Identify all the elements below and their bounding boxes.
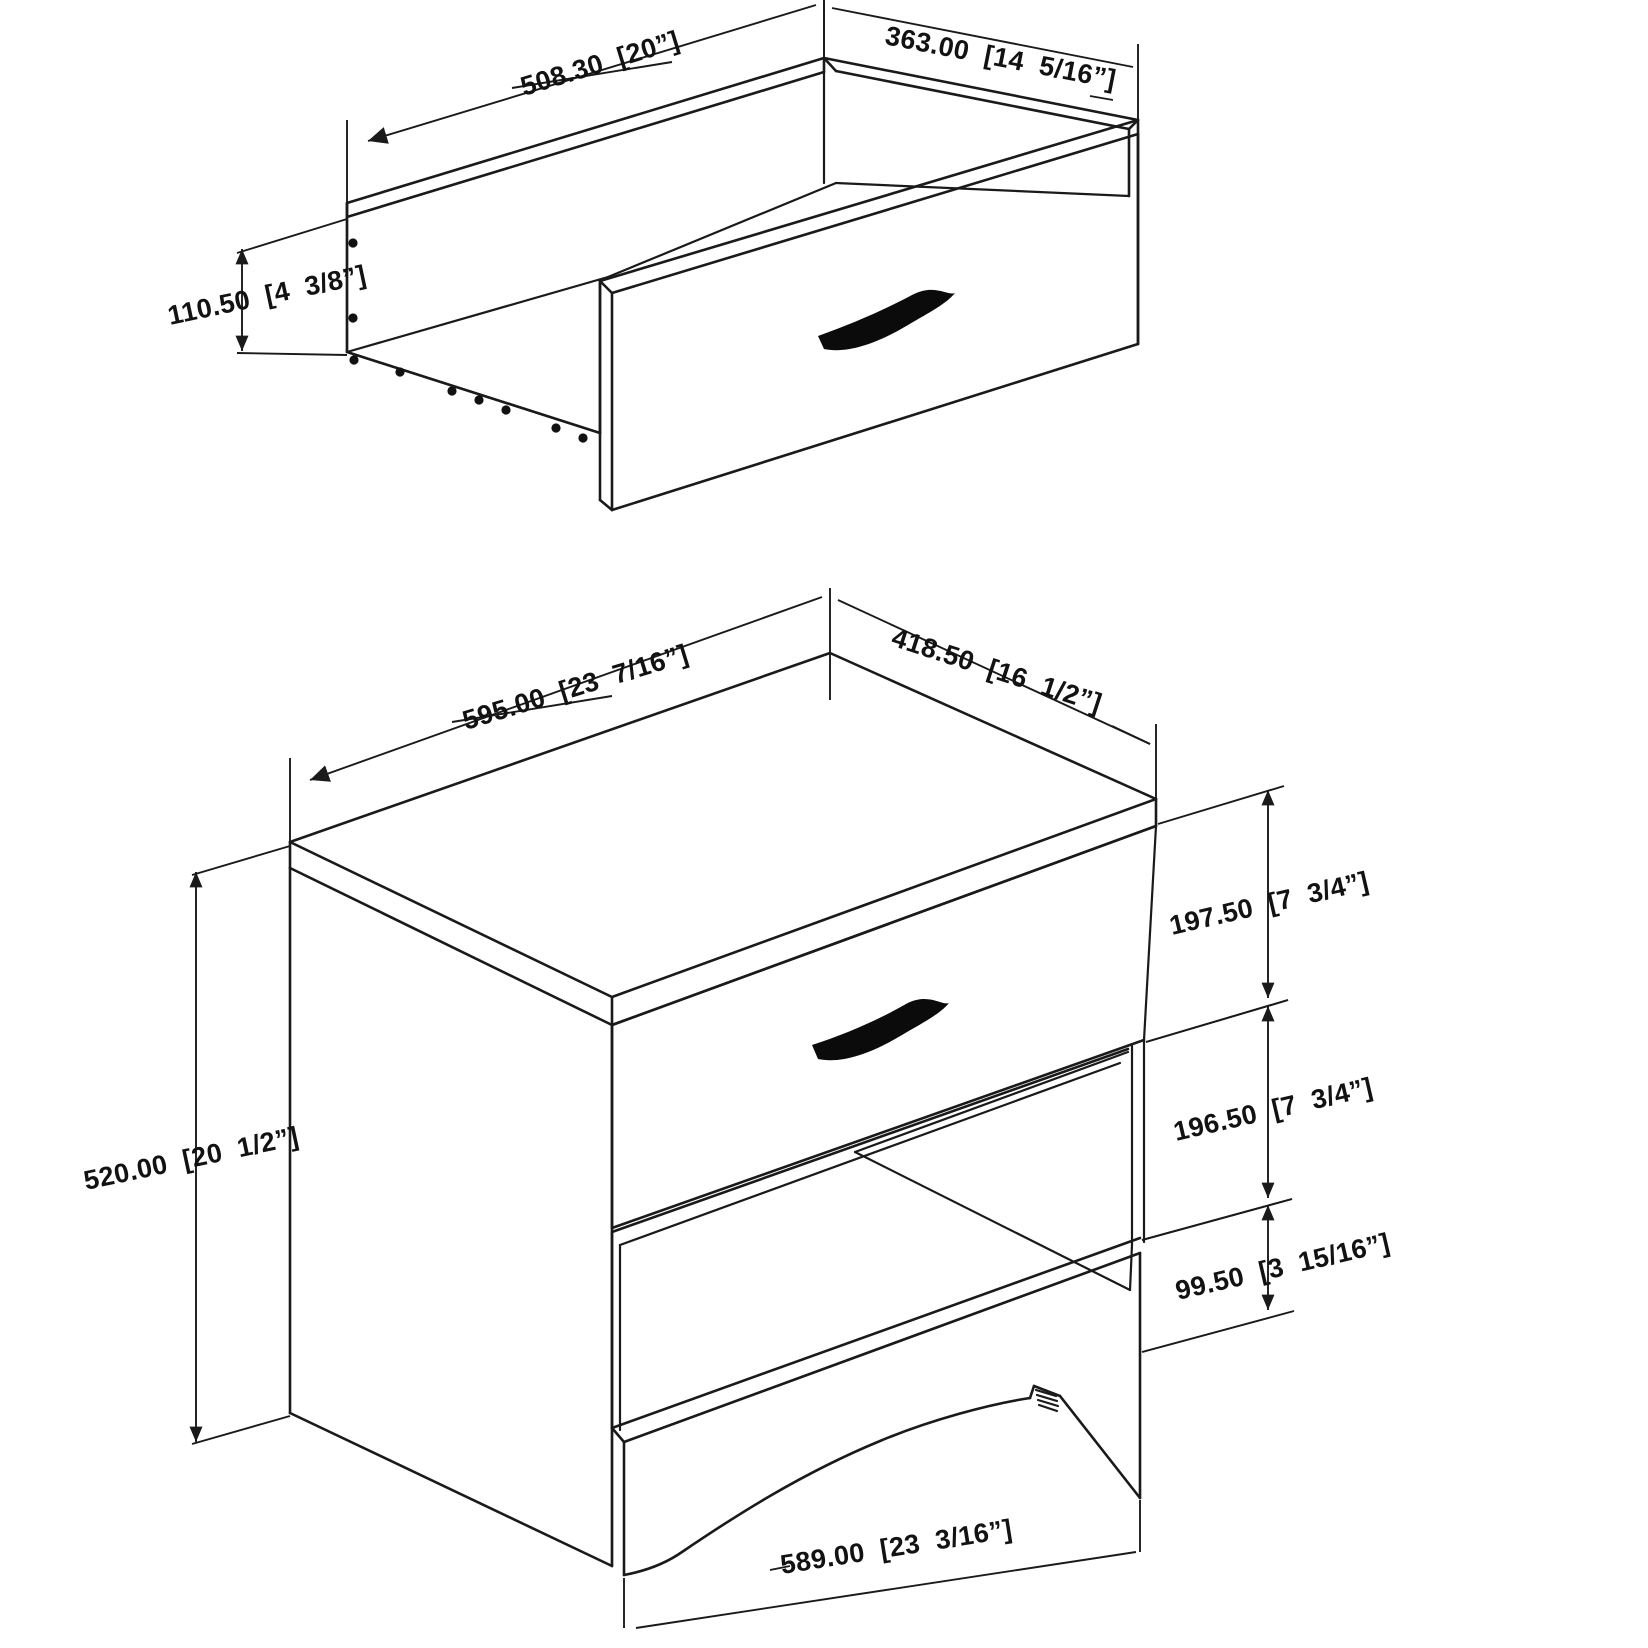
dim-label-cabinet-height: 520.00 [20 1/2”]	[81, 1121, 301, 1196]
drawer-box-view: 508.30 [20”] 363.00 [14 5/16”] 110.50 [4…	[165, 0, 1140, 512]
dimension-cabinet-height: 520.00 [20 1/2”]	[81, 845, 301, 1445]
drawer-bottom-panel	[345, 181, 1131, 354]
dim-label-base-zone: 99.50 [3 15/16”]	[1173, 1227, 1393, 1305]
drawer-front-panel	[598, 118, 1140, 512]
drawer-handle-icon	[818, 289, 955, 351]
nightstand-open-shelf	[610, 1047, 1142, 1444]
dowel-holes	[348, 238, 588, 443]
nightstand-drawer-front	[610, 824, 1158, 1247]
dim-label-drawer-front-zone: 197.50 [7 3/4”]	[1167, 866, 1372, 941]
nightstand-base-kickplate	[610, 1251, 1142, 1577]
nightstand-drawer-handle-icon	[812, 999, 949, 1061]
dimension-drawer-width: 508.30 [20”]	[346, 0, 825, 203]
dimension-cabinet-depth: 418.50 [16 1/2”]	[837, 599, 1157, 799]
dimension-drawer-depth: 363.00 [14 5/16”]	[823, 0, 1139, 120]
dim-label-drawer-depth: 363.00 [14 5/16”]	[883, 20, 1119, 94]
drawer-back-panel	[345, 56, 826, 354]
dim-label-cabinet-depth: 418.50 [16 1/2”]	[888, 622, 1105, 718]
dimension-base-zone: 99.50 [3 15/16”]	[1141, 1198, 1393, 1353]
dim-label-base-width: 589.00 [23 3/16”]	[778, 1514, 1014, 1580]
dim-label-cabinet-width: 595.00 [23 7/16”]	[459, 639, 692, 736]
nightstand-body-view: 595.00 [23 7/16”] 418.50 [16 1/2”] 520.0…	[81, 588, 1393, 1629]
dimension-shelf-zone: 196.50 [7 3/4”]	[1141, 999, 1376, 1241]
nightstand-top-panel	[288, 651, 1158, 1027]
dim-label-drawer-height: 110.50 [4 3/8”]	[165, 260, 369, 331]
dim-label-shelf-zone: 196.50 [7 3/4”]	[1171, 1072, 1376, 1147]
dimension-drawer-front-zone: 197.50 [7 3/4”]	[1145, 785, 1372, 1043]
drawer-left-panel	[345, 201, 602, 435]
dimension-drawer-height: 110.50 [4 3/8”]	[165, 218, 369, 356]
dimension-cabinet-width: 595.00 [23 7/16”]	[289, 588, 831, 842]
dimension-base-width: 589.00 [23 3/16”]	[623, 1500, 1141, 1629]
